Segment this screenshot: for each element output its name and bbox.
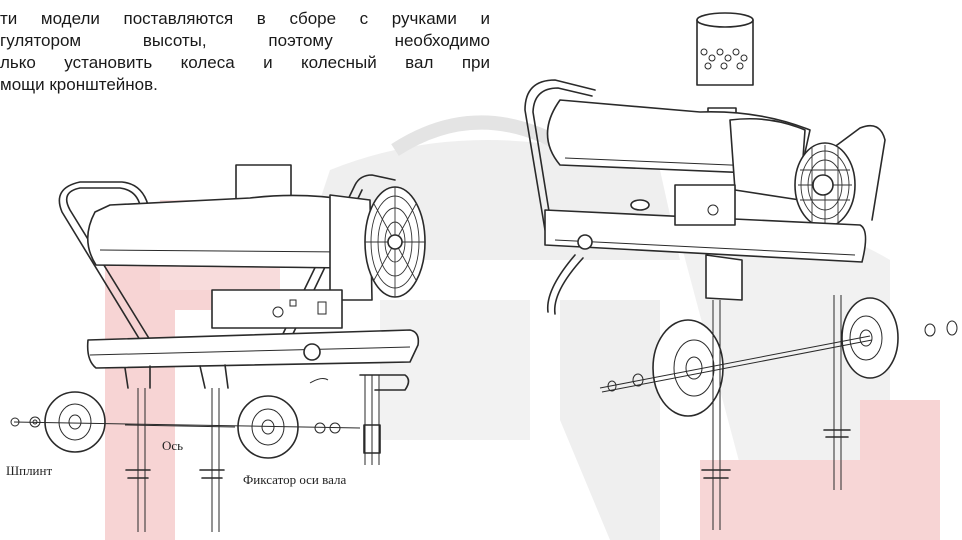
instruction-line-1: ти модели поставляются в сборе с ручками… bbox=[0, 9, 490, 28]
left-heater-exploded-view bbox=[10, 164, 426, 532]
axle-label: Ось bbox=[162, 438, 184, 453]
axle-retainer-label: Фиксатор оси вала bbox=[243, 472, 347, 487]
rear-wheel bbox=[841, 297, 899, 379]
instruction-line-4: мощи кронштейнов. bbox=[0, 75, 158, 94]
left-wheel bbox=[44, 391, 106, 453]
instruction-paragraph: ти модели поставляются в сборе с ручками… bbox=[0, 8, 490, 96]
fan-guard-right bbox=[794, 142, 856, 228]
fan-guard bbox=[364, 186, 426, 298]
right-heater-assembly-view bbox=[524, 12, 958, 530]
instruction-line-3: лько установить колеса и колесный вал пр… bbox=[0, 53, 490, 72]
cotter-pin-label: Шплинт bbox=[6, 463, 53, 478]
chimney-cap bbox=[696, 12, 754, 86]
instruction-line-2: гулятором высоты, поэтому необходимо bbox=[0, 31, 490, 50]
front-wheel bbox=[652, 319, 724, 417]
